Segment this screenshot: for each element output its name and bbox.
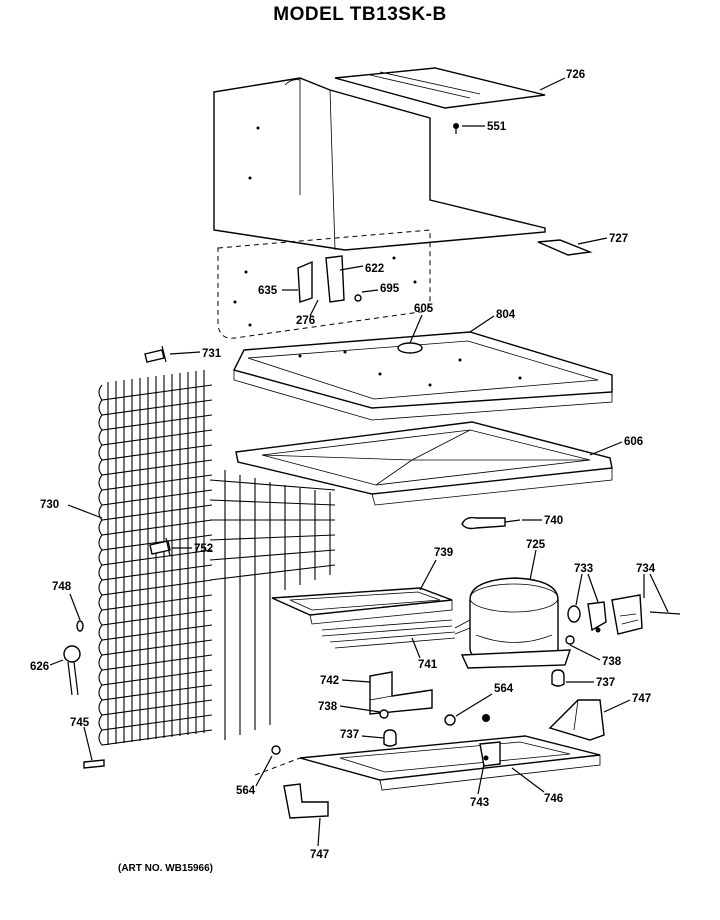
callout-737-left: 737	[340, 729, 359, 741]
rails-741	[321, 619, 456, 649]
callout-564-left: 564	[236, 785, 256, 797]
callout-734: 734	[636, 563, 656, 575]
base-plate-746	[254, 735, 601, 791]
callout-727: 727	[609, 233, 628, 245]
callout-551: 551	[487, 121, 507, 133]
callout-737-right: 737	[596, 677, 615, 689]
callout-731: 731	[202, 348, 222, 360]
callout-747-bottom: 747	[310, 849, 329, 861]
bolt-564-left	[271, 745, 281, 755]
callout-740: 740	[544, 515, 563, 527]
overload-734	[611, 594, 681, 635]
mount-bracket-747-right	[548, 699, 605, 741]
callout-739: 739	[434, 547, 453, 559]
callout-738-left: 738	[318, 701, 338, 713]
grommet-738-left	[379, 709, 389, 719]
condenser-coil-730	[98, 370, 336, 746]
bolt-564-center	[444, 714, 490, 726]
callout-741: 741	[418, 659, 438, 671]
callout-606: 606	[624, 436, 643, 448]
callout-635: 635	[258, 285, 278, 297]
callout-738-right: 738	[602, 656, 622, 668]
part-748	[76, 620, 84, 632]
callout-743: 743	[470, 797, 489, 809]
callout-748: 748	[52, 581, 72, 593]
power-cord-626	[63, 645, 81, 696]
compressor-725	[454, 577, 571, 669]
callout-745: 745	[70, 717, 90, 729]
clip-745	[83, 759, 105, 769]
callout-746: 746	[544, 793, 563, 805]
bracket-727	[537, 239, 593, 256]
screw-551	[453, 123, 459, 134]
bushing-737-right	[551, 669, 565, 687]
evaporator-assembly	[232, 331, 613, 421]
sensor-740	[461, 516, 521, 530]
callout-622: 622	[365, 263, 384, 275]
bushing-737-left	[383, 729, 397, 747]
art-number: (ART NO. WB15966)	[118, 863, 214, 874]
callout-725: 725	[526, 539, 546, 551]
clip-752	[149, 537, 171, 557]
control-panel-plate	[217, 229, 431, 339]
drain-pan-739	[271, 587, 453, 625]
cabinet-top-part	[213, 67, 546, 251]
callout-752: 752	[194, 543, 213, 555]
callout-747-right: 747	[632, 693, 651, 705]
mount-bracket-742	[369, 671, 433, 715]
grommet-738-right	[565, 635, 575, 645]
relay-733	[567, 601, 607, 633]
drip-tray-606	[235, 421, 613, 506]
page-title: MODEL TB13SK-B	[273, 4, 447, 25]
callout-726: 726	[566, 69, 585, 81]
callout-804: 804	[496, 309, 516, 321]
callout-742: 742	[320, 675, 339, 687]
callout-564-center: 564	[494, 683, 514, 695]
callout-626: 626	[30, 661, 49, 673]
mount-bracket-747-bottom	[283, 783, 329, 819]
callout-695: 695	[380, 283, 400, 295]
clip-731	[144, 345, 167, 363]
bracket-743	[479, 741, 501, 767]
callout-733: 733	[574, 563, 593, 575]
callout-605: 605	[414, 303, 434, 315]
callout-730: 730	[40, 499, 59, 511]
callout-276: 276	[296, 315, 315, 327]
